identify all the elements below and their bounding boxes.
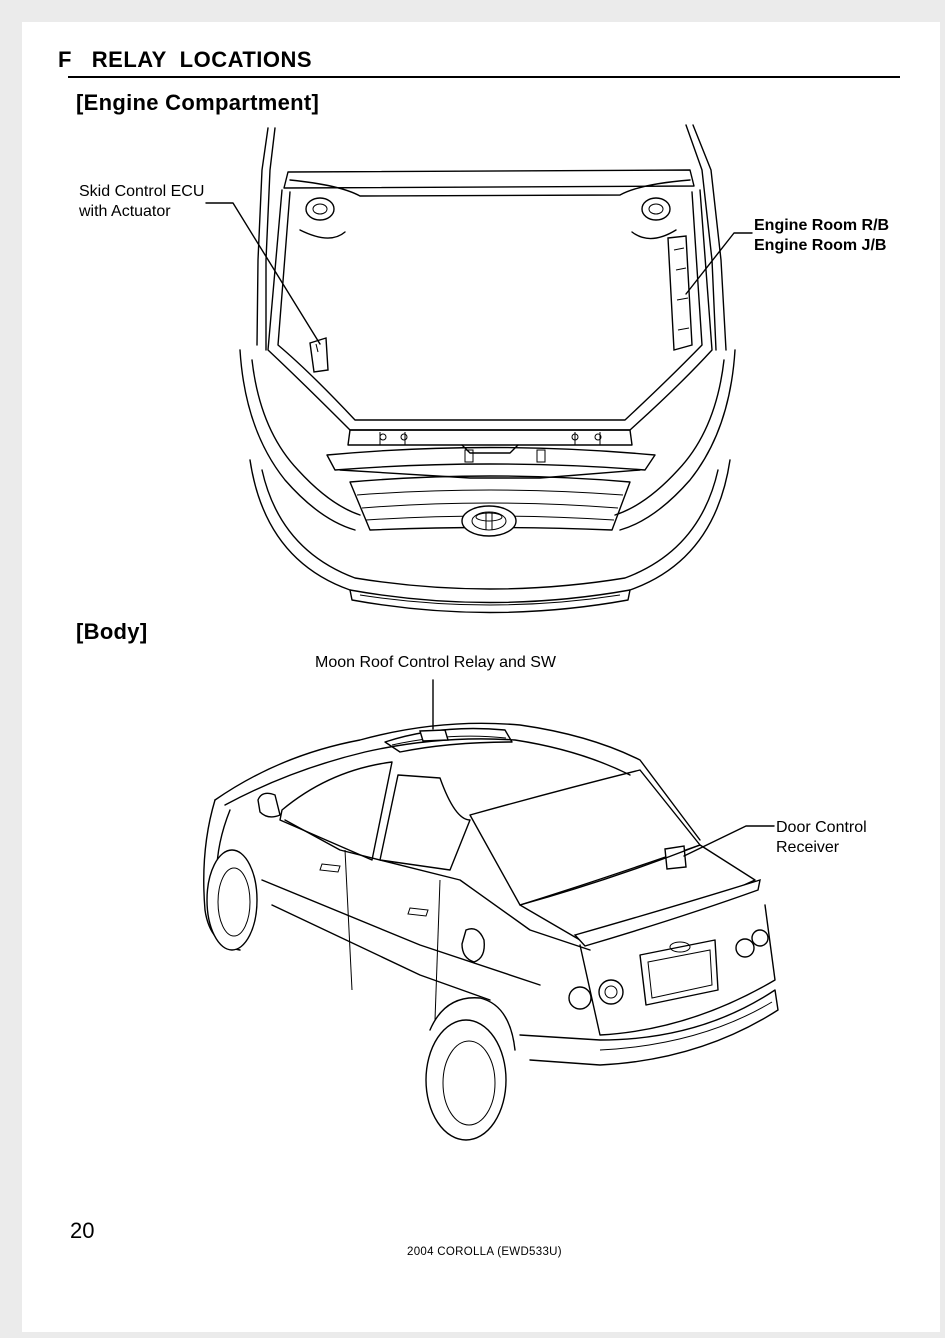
door-control-label-line2: Receiver [776,839,840,856]
section-title: RELAY LOCATIONS [91,47,313,72]
door-control-callout: Door Control Receiver [776,818,867,858]
engine-compartment-heading: [Engine Compartment] [76,90,320,115]
page-number: 20 [70,1218,95,1243]
body-heading: [Body] [76,619,148,644]
engine-room-label-line2: Engine Room J/B [754,237,887,254]
header-rule [68,76,900,78]
engine-room-callout: Engine Room R/B Engine Room J/B [754,216,889,256]
door-control-label-line1: Door Control [776,819,867,836]
moon-roof-callout: Moon Roof Control Relay and SW [315,654,556,671]
engine-room-label-line1: Engine Room R/B [754,217,890,234]
skid-control-callout: Skid Control ECU with Actuator [79,182,204,222]
document-footer: 2004 COROLLA (EWD533U) [407,1246,562,1258]
section-letter: F [58,47,72,72]
skid-control-label-line1: Skid Control ECU [79,183,205,200]
skid-control-label-line2: with Actuator [79,203,171,220]
page-title: F RELAY LOCATIONS [58,47,312,73]
